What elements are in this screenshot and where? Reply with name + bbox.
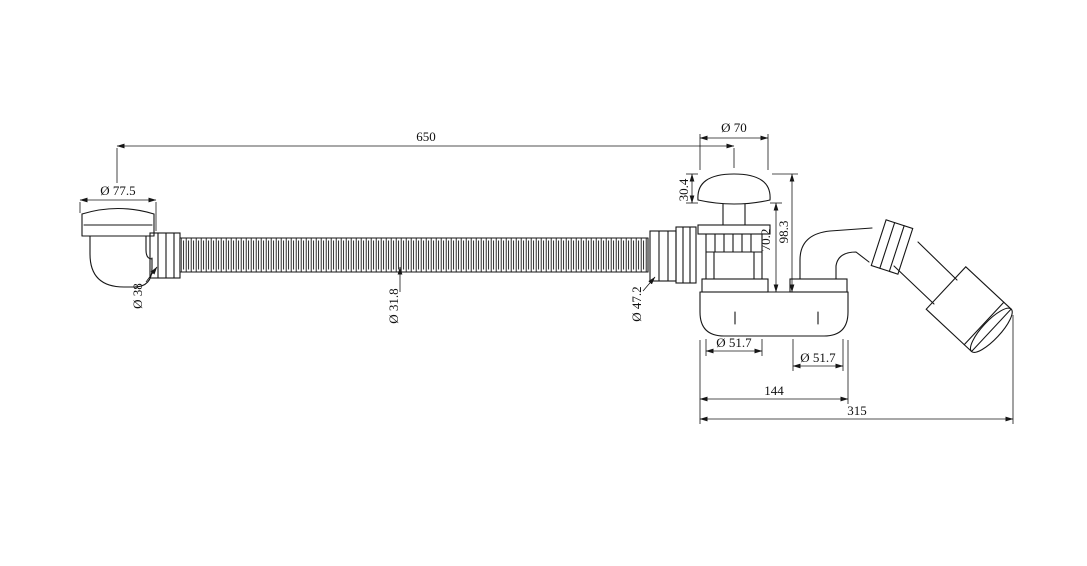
dim-overflow-head-diameter-label: Ø 77.5 xyxy=(100,183,135,198)
dim-overflow-outlet-diameter: Ø 38 xyxy=(130,266,158,309)
dim-trap-length: 144 xyxy=(699,340,849,424)
dim-cap-diameter: Ø 70 xyxy=(699,120,769,170)
dim-cap-height: 30.4 xyxy=(676,173,698,204)
dim-hose-diameter: Ø 31.8 xyxy=(386,266,403,324)
hose-nut-left xyxy=(149,232,181,279)
dim-drain-total-height-label: 98.3 xyxy=(776,221,791,244)
outlet-pipe-end xyxy=(925,266,1013,353)
dim-overall-length: 315 xyxy=(699,315,1014,424)
dim-nut-diameter-label: Ø 47.2 xyxy=(629,286,644,321)
dim-cap-diameter-label: Ø 70 xyxy=(721,120,747,135)
dim-drain-body-height-label: 70.2 xyxy=(758,229,773,252)
dim-drain-body-height: 70.2 xyxy=(758,202,798,293)
dim-trap-inlet-right-label: Ø 51.7 xyxy=(800,350,836,365)
dim-overall-length-label: 315 xyxy=(847,403,867,418)
corrugated-hose xyxy=(179,237,649,273)
hose-nut-right xyxy=(649,226,697,284)
drain-body xyxy=(697,224,771,280)
dim-overflow-head-diameter: Ø 77.5 xyxy=(79,183,157,231)
dim-cap-height-label: 30.4 xyxy=(676,178,691,201)
overflow-head xyxy=(81,208,155,288)
dim-drain-total-height: 98.3 xyxy=(772,173,798,293)
dim-trap-inlet-right: Ø 51.7 xyxy=(792,339,844,371)
dim-trap-inlet-left: Ø 51.7 xyxy=(705,335,763,356)
outlet-nut xyxy=(870,219,914,275)
dim-overflow-outlet-diameter-label: Ø 38 xyxy=(130,283,145,309)
dim-hose-length: 650 xyxy=(116,129,735,183)
trap-body xyxy=(699,278,849,337)
clicker-cap xyxy=(697,173,771,226)
dim-trap-inlet-left-label: Ø 51.7 xyxy=(716,335,752,350)
dim-hose-diameter-label: Ø 31.8 xyxy=(386,288,401,323)
dim-nut-diameter: Ø 47.2 xyxy=(629,276,656,322)
dim-trap-length-label: 144 xyxy=(764,383,784,398)
outlet-elbow xyxy=(799,219,1013,353)
dim-hose-length-label: 650 xyxy=(416,129,436,144)
